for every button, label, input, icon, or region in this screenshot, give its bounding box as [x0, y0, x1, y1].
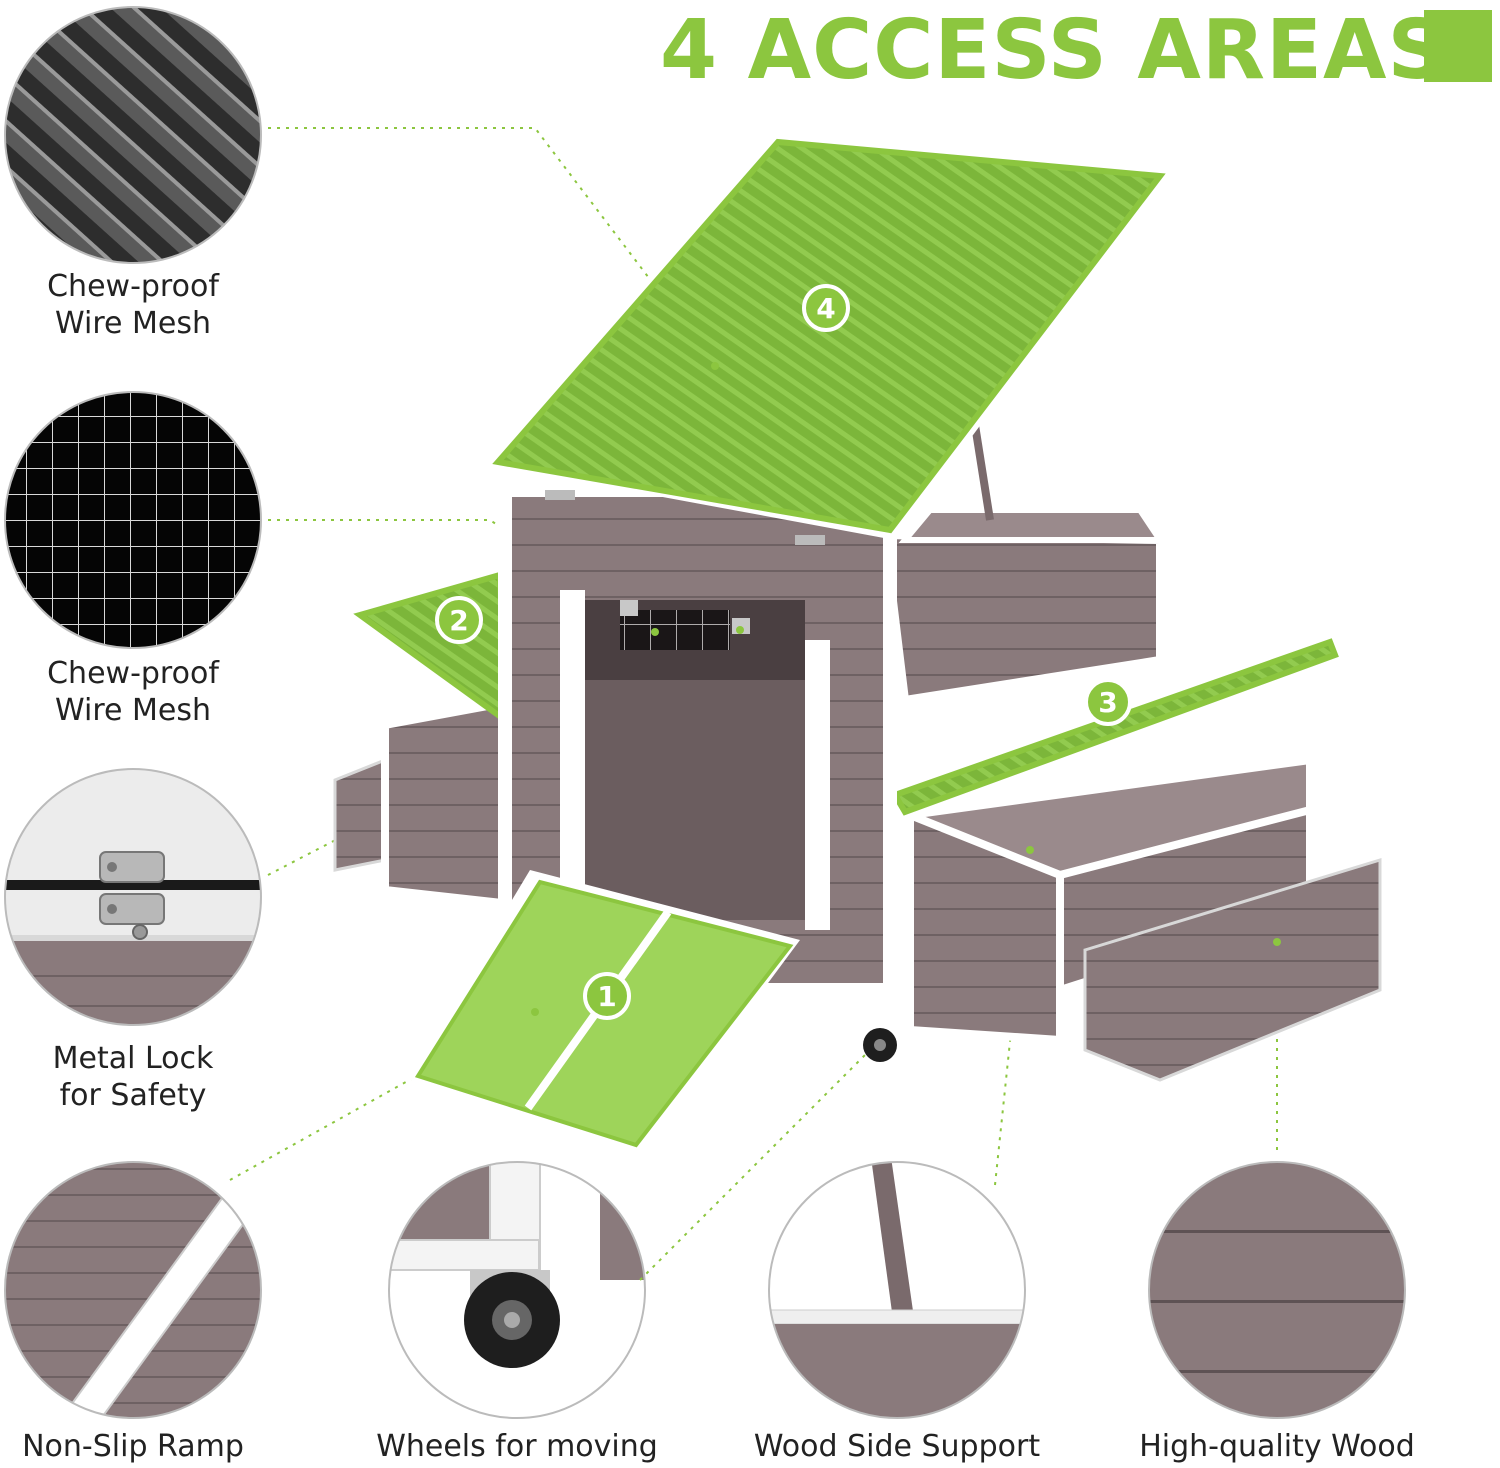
- detail-non-slip-ramp: [4, 1161, 262, 1419]
- coop-roof: [490, 132, 1170, 540]
- detail-high-quality-wood: [1148, 1161, 1406, 1419]
- detail-wood-side-support: [768, 1161, 1026, 1419]
- svg-text:3: 3: [1098, 686, 1117, 719]
- label-high-quality-wood: High-quality Wood: [1139, 1429, 1415, 1464]
- label-non-slip-ramp: Non-Slip Ramp: [22, 1429, 244, 1464]
- access-badge-3: 3: [1084, 678, 1132, 726]
- nesting-box-right: [890, 638, 1382, 1082]
- headline-accent-square: [1424, 10, 1492, 82]
- nesting-box-left: [333, 571, 524, 910]
- detail-chew-proof-mesh-ribbed: [4, 6, 262, 264]
- headline: 4 ACCESS AREAS: [660, 3, 1448, 98]
- access-badge-2: 2: [435, 596, 483, 644]
- detail-wheel: [388, 1161, 646, 1419]
- coop-wheels: [863, 1028, 897, 1062]
- coop-right-wing: [880, 507, 1166, 705]
- label-wood-side-support: Wood Side Support: [753, 1429, 1041, 1464]
- svg-text:2: 2: [449, 604, 468, 637]
- leader-dots: [531, 362, 1281, 1016]
- access-badge-4: 4: [802, 284, 850, 332]
- label-metal-lock: Metal Lock for Safety: [52, 1041, 214, 1113]
- detail-metal-lock: [4, 768, 262, 1026]
- access-badge-1: 1: [583, 972, 631, 1020]
- label-chew-proof-mesh-1: Chew-proof Wire Mesh: [47, 269, 219, 341]
- label-chew-proof-mesh-2: Chew-proof Wire Mesh: [47, 656, 219, 728]
- svg-text:4: 4: [816, 292, 835, 325]
- label-wheels: Wheels for moving: [376, 1429, 658, 1464]
- svg-text:1: 1: [597, 980, 616, 1013]
- detail-chew-proof-mesh-grid: [4, 391, 262, 649]
